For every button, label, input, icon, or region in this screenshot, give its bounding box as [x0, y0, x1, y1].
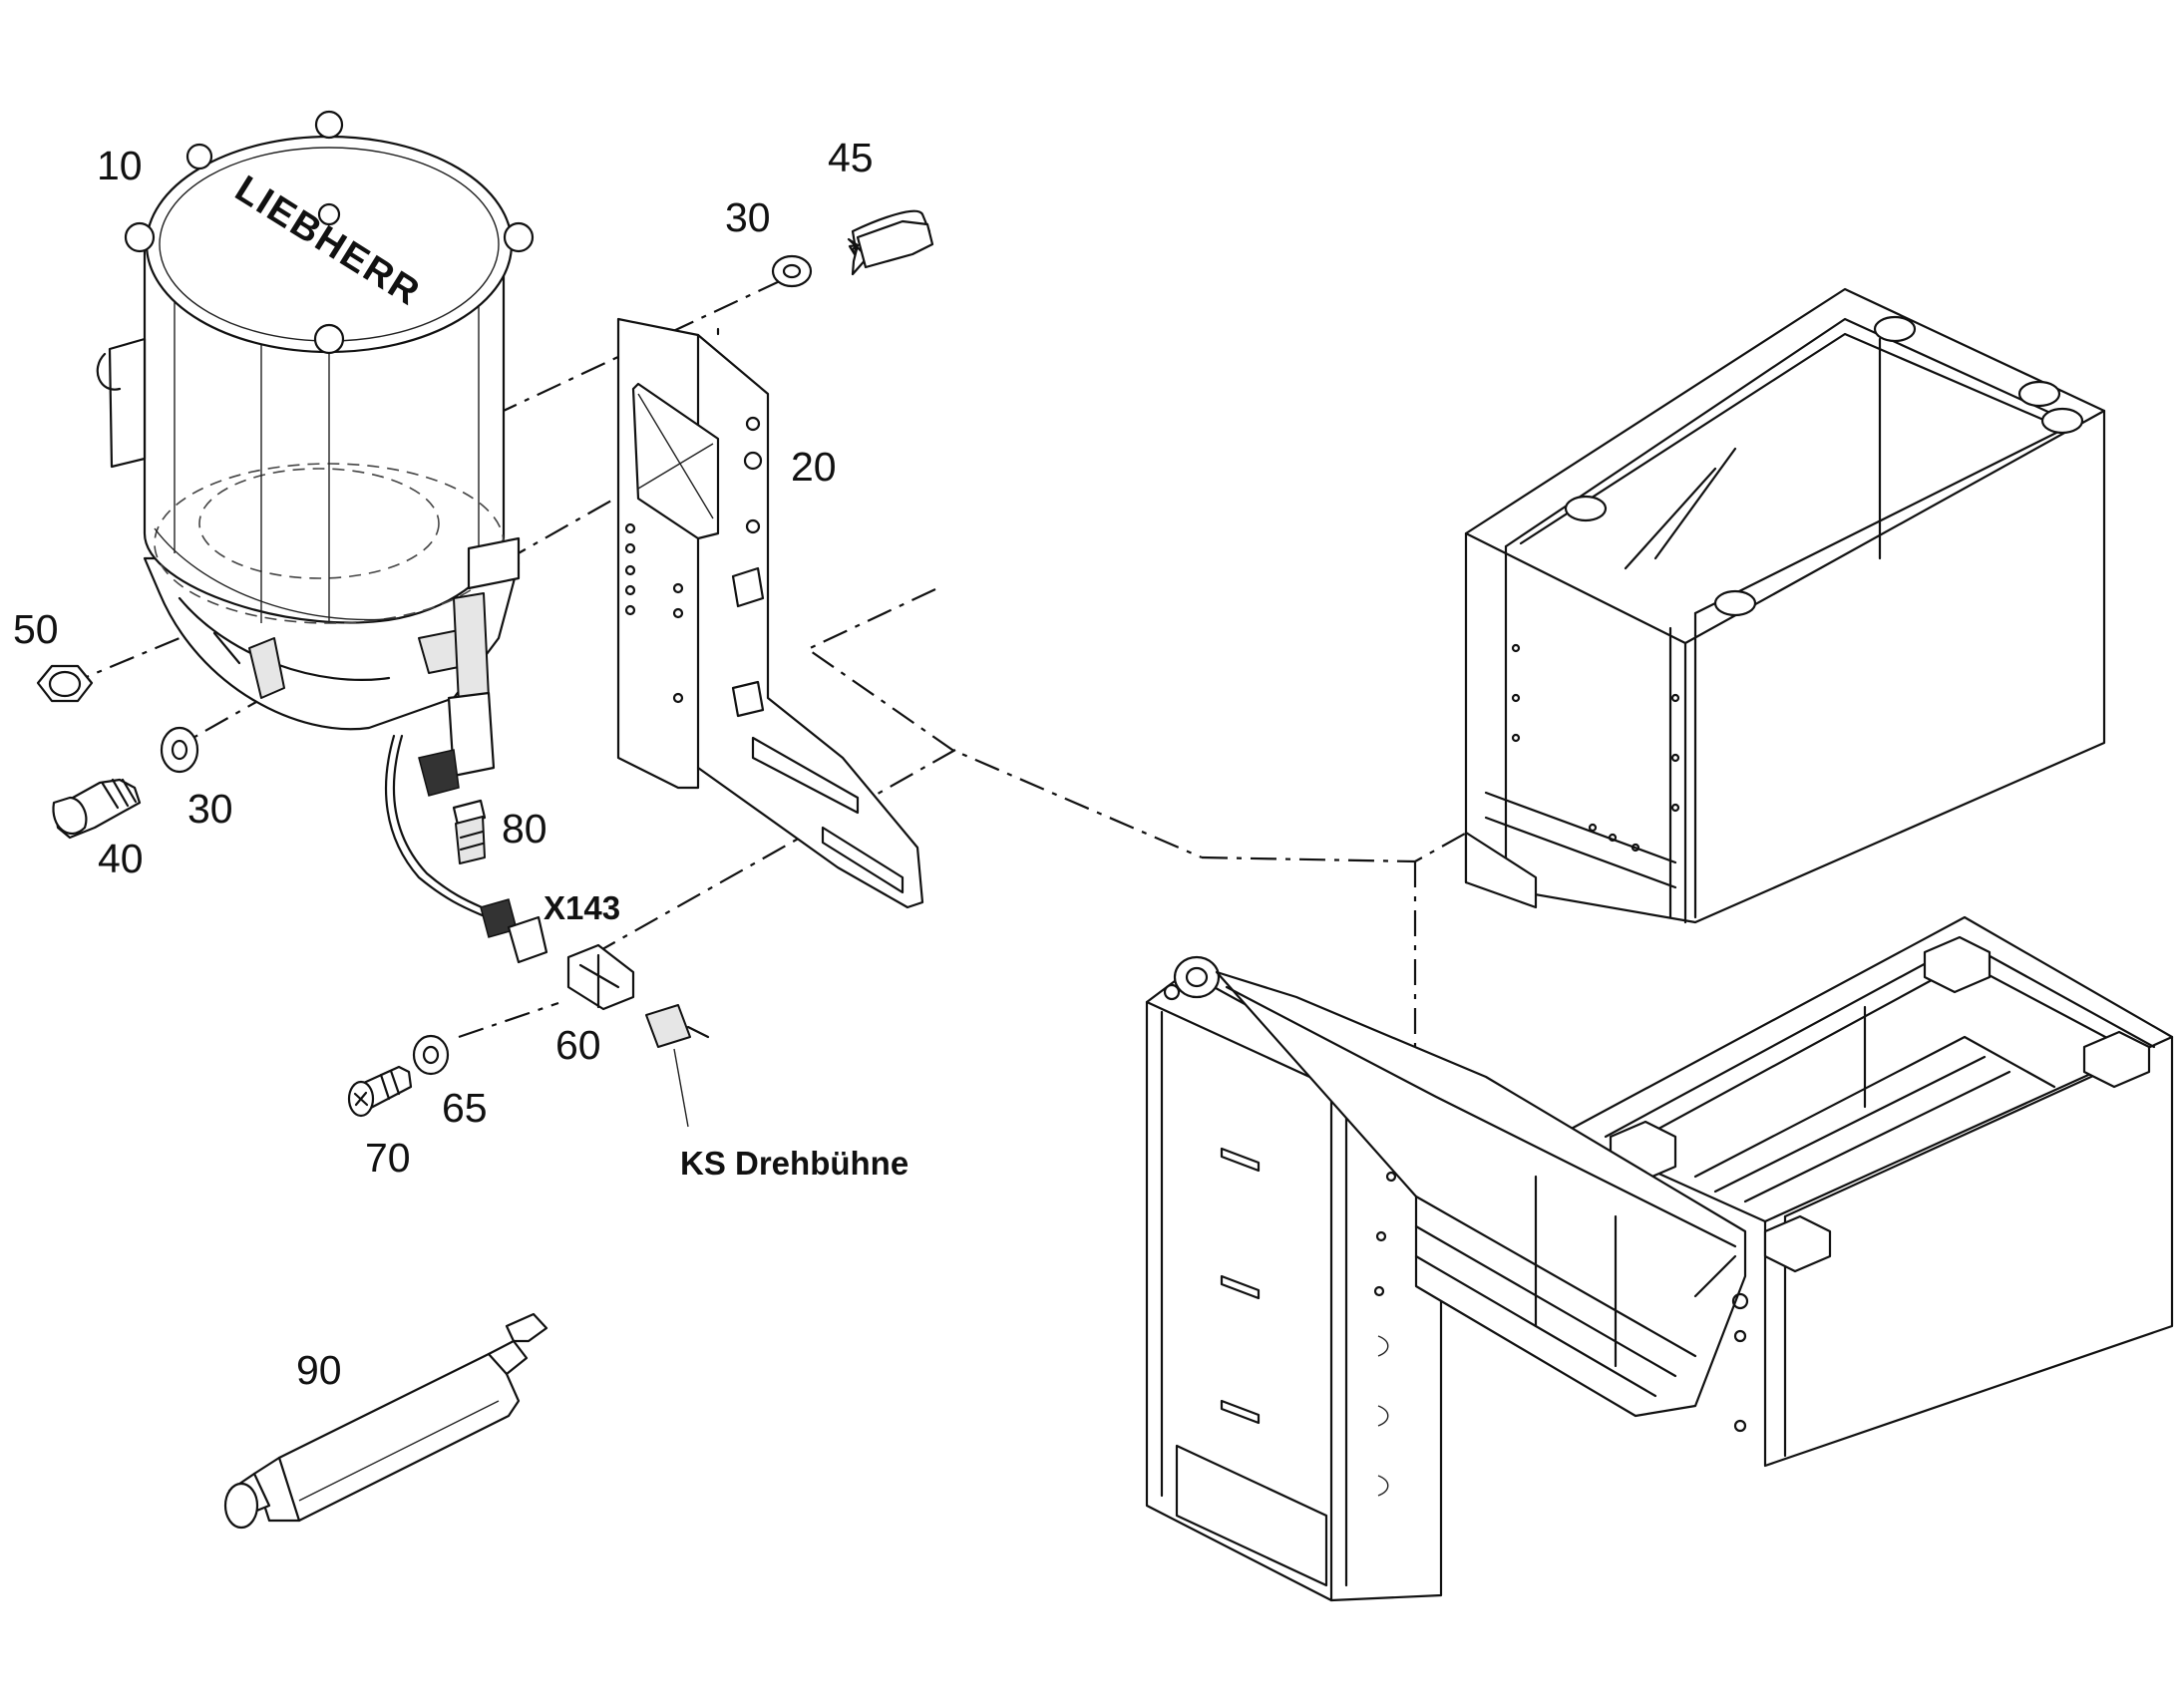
- grease-gun-90: [223, 1312, 548, 1530]
- callout-45: 45: [828, 135, 874, 180]
- callout-20: 20: [791, 444, 837, 490]
- callout-10: 10: [97, 143, 143, 188]
- hardware-parts: [36, 209, 934, 840]
- cable-note-ks-drehbuehne: KS Drehbühne: [680, 1145, 908, 1182]
- upper-frame-box: [1464, 287, 2106, 924]
- callout-60: 60: [555, 1022, 601, 1068]
- callout-labels: 10 45 30 20 50 30 40 80 X143 60 65 70 KS…: [13, 135, 908, 1393]
- connector-label-x143: X143: [544, 889, 620, 926]
- connector-holder-60: [566, 943, 710, 1048]
- callout-70: 70: [365, 1135, 411, 1181]
- callout-30-upper: 30: [725, 194, 771, 240]
- lubrication-pump-reservoir: LIEBHERR: [96, 110, 535, 797]
- callout-90: 90: [296, 1347, 342, 1393]
- cable-note-leader: [673, 1048, 689, 1128]
- lower-frame-assembly: [1145, 915, 2174, 1602]
- washer-65: [412, 1034, 450, 1076]
- screw-70: [347, 1065, 413, 1118]
- callout-50: 50: [13, 606, 59, 652]
- callout-40: 40: [98, 836, 144, 881]
- fitting-80: [452, 799, 487, 864]
- callout-30-lower: 30: [187, 786, 233, 832]
- callout-65: 65: [442, 1085, 488, 1131]
- sensor-cable: [385, 734, 548, 964]
- mounting-bracket-20: [616, 317, 924, 909]
- callout-80: 80: [502, 806, 547, 852]
